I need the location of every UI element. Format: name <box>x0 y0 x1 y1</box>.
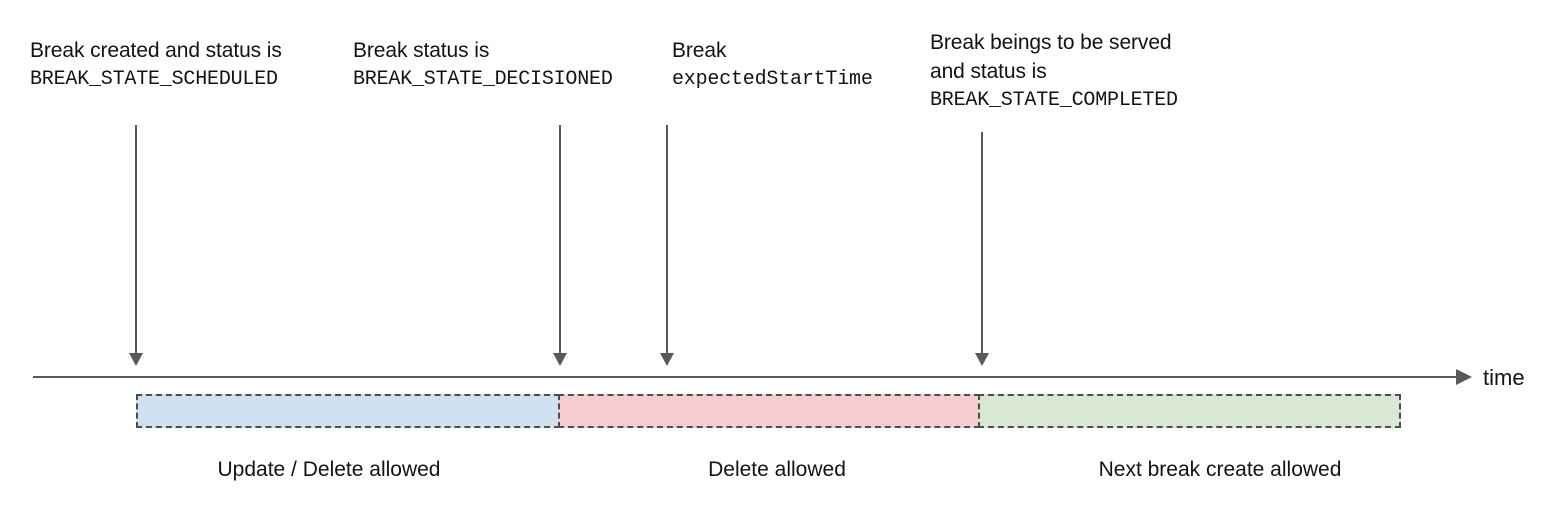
caption-next-break-create-allowed: Next break create allowed <box>1098 458 1342 481</box>
pointer-arrow-expected-start-time <box>657 125 677 366</box>
pointer-shaft <box>559 125 561 353</box>
annotation-break-completed: Break beings to be served and status is … <box>930 28 1178 115</box>
annotation-break-expected-start-time: Break expectedStartTime <box>672 36 873 94</box>
annotation-line: Break created and status is <box>30 39 282 62</box>
arrow-down-icon <box>129 353 143 366</box>
annotation-line: Break beings to be served <box>930 31 1172 54</box>
annotation-line-field: expectedStartTime <box>672 68 873 91</box>
time-axis-label: time <box>1483 365 1525 390</box>
arrow-down-icon <box>553 353 567 366</box>
pointer-shaft <box>981 132 983 353</box>
pointer-arrow-break-decisioned <box>550 125 570 366</box>
annotation-line-state: BREAK_STATE_SCHEDULED <box>30 68 278 91</box>
arrow-right-icon <box>1456 369 1472 385</box>
annotation-line: and status is <box>930 60 1047 83</box>
segment-update-delete-allowed <box>136 394 560 428</box>
annotation-break-decisioned: Break status is BREAK_STATE_DECISIONED <box>353 36 613 94</box>
caption-delete-allowed: Delete allowed <box>708 458 846 481</box>
pointer-shaft <box>135 125 137 353</box>
pointer-arrow-break-completed <box>972 132 992 366</box>
annotation-line: Break <box>672 39 727 62</box>
time-axis-line <box>33 376 1470 378</box>
segment-delete-allowed <box>558 394 980 428</box>
annotation-break-created: Break created and status is BREAK_STATE_… <box>30 36 282 94</box>
arrow-down-icon <box>975 353 989 366</box>
timeline-segment-bar <box>136 394 1401 428</box>
caption-update-delete-allowed: Update / Delete allowed <box>217 458 441 481</box>
arrow-down-icon <box>660 353 674 366</box>
pointer-shaft <box>666 125 668 353</box>
annotation-line-state: BREAK_STATE_DECISIONED <box>353 68 613 91</box>
pointer-arrow-break-created <box>126 125 146 366</box>
annotation-line: Break status is <box>353 39 490 62</box>
annotation-line-state: BREAK_STATE_COMPLETED <box>930 89 1178 112</box>
segment-next-break-create-allowed <box>978 394 1401 428</box>
